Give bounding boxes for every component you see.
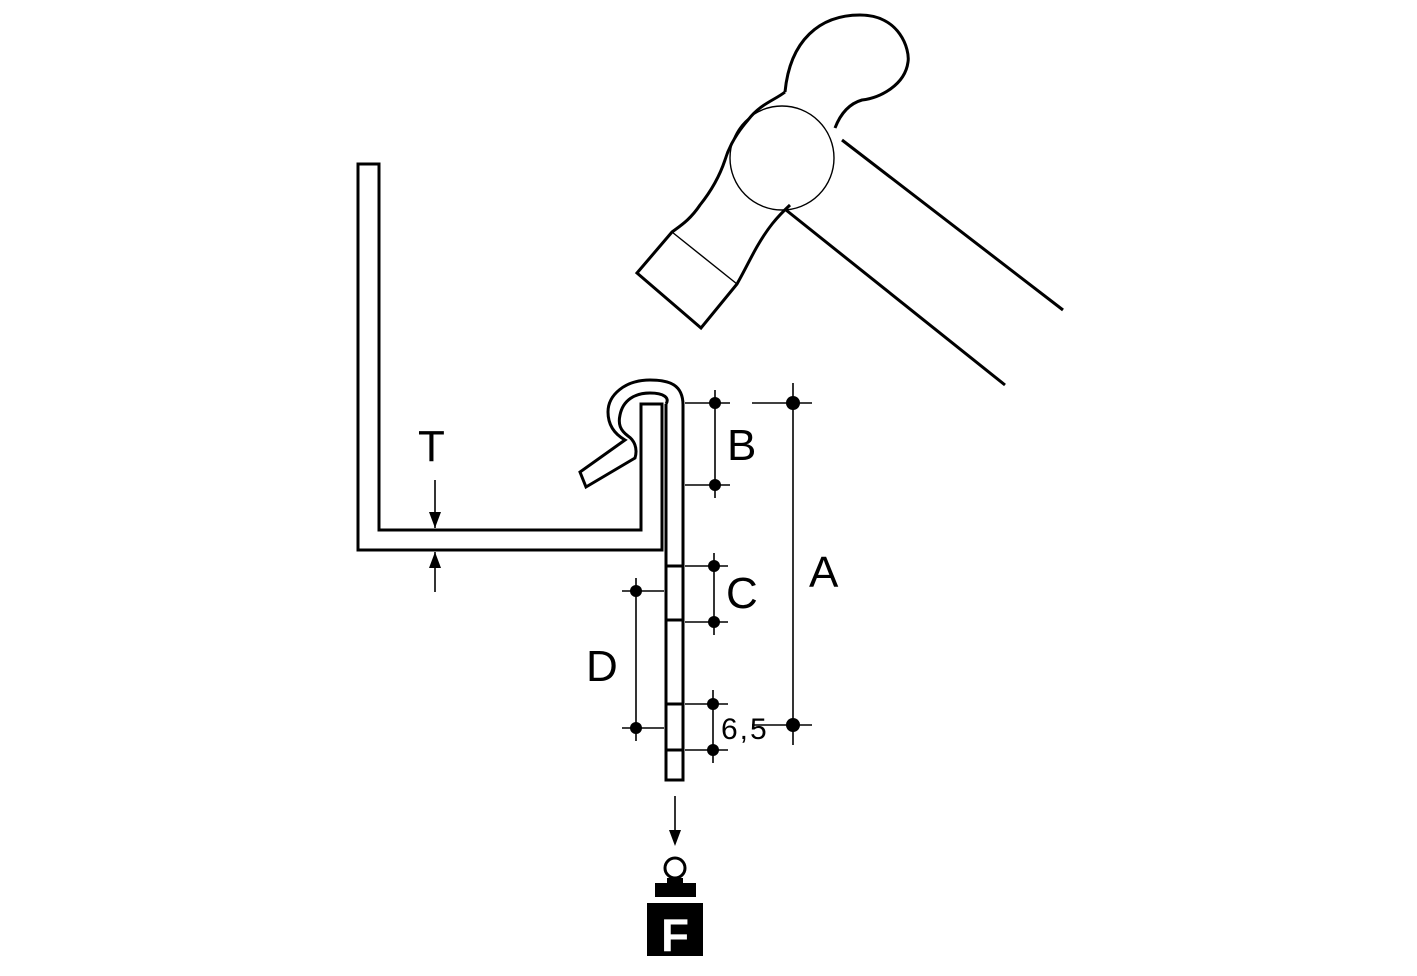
pitch-dot-top bbox=[707, 698, 719, 710]
hammer-peen-ball bbox=[783, 13, 910, 129]
weight-ring bbox=[663, 856, 687, 880]
t-arrow-bottom-head bbox=[429, 552, 441, 568]
hammer-handle-top-edge bbox=[841, 138, 1064, 312]
dimension-pitch: 6,5 bbox=[685, 690, 769, 763]
clip-outline bbox=[578, 378, 685, 782]
hammer-icon bbox=[634, 13, 1064, 387]
label-pitch: 6,5 bbox=[721, 713, 769, 746]
dimension-t: T bbox=[418, 422, 445, 592]
hammer-ball-circle bbox=[729, 105, 835, 211]
hammer-head-outline bbox=[634, 90, 792, 331]
d-dot-bottom bbox=[630, 722, 642, 734]
hammer-face-band bbox=[671, 231, 738, 285]
dimension-c: C bbox=[685, 553, 758, 635]
label-d: D bbox=[586, 642, 618, 691]
d-dot-top bbox=[630, 585, 642, 597]
channel-profile bbox=[356, 162, 664, 552]
dimension-d: D bbox=[586, 578, 664, 741]
t-arrow-top-head bbox=[429, 512, 441, 528]
c-dot-top bbox=[708, 560, 720, 572]
weight-cap bbox=[655, 883, 696, 897]
label-a: A bbox=[809, 548, 839, 597]
label-c: C bbox=[726, 569, 758, 618]
b-dot-bottom bbox=[709, 479, 721, 491]
a-dot-top bbox=[786, 396, 800, 410]
label-t: T bbox=[418, 422, 445, 471]
label-weight: F bbox=[661, 909, 689, 961]
a-dot-bottom bbox=[786, 718, 800, 732]
clip-strip bbox=[578, 378, 685, 782]
dimension-b: B bbox=[685, 390, 756, 498]
pitch-dot-bottom bbox=[707, 744, 719, 756]
weight-neck bbox=[667, 878, 683, 884]
channel-outline bbox=[356, 162, 664, 552]
c-dot-bottom bbox=[708, 616, 720, 628]
arrow-down-icon bbox=[669, 796, 681, 846]
dimension-a: A bbox=[752, 383, 839, 745]
weight-icon: F bbox=[647, 856, 703, 961]
label-b: B bbox=[727, 421, 756, 470]
b-dot-top bbox=[709, 397, 721, 409]
force-arrow-head bbox=[669, 830, 681, 846]
hammer-handle-bottom-edge bbox=[785, 208, 1006, 387]
weight-body bbox=[647, 903, 703, 956]
